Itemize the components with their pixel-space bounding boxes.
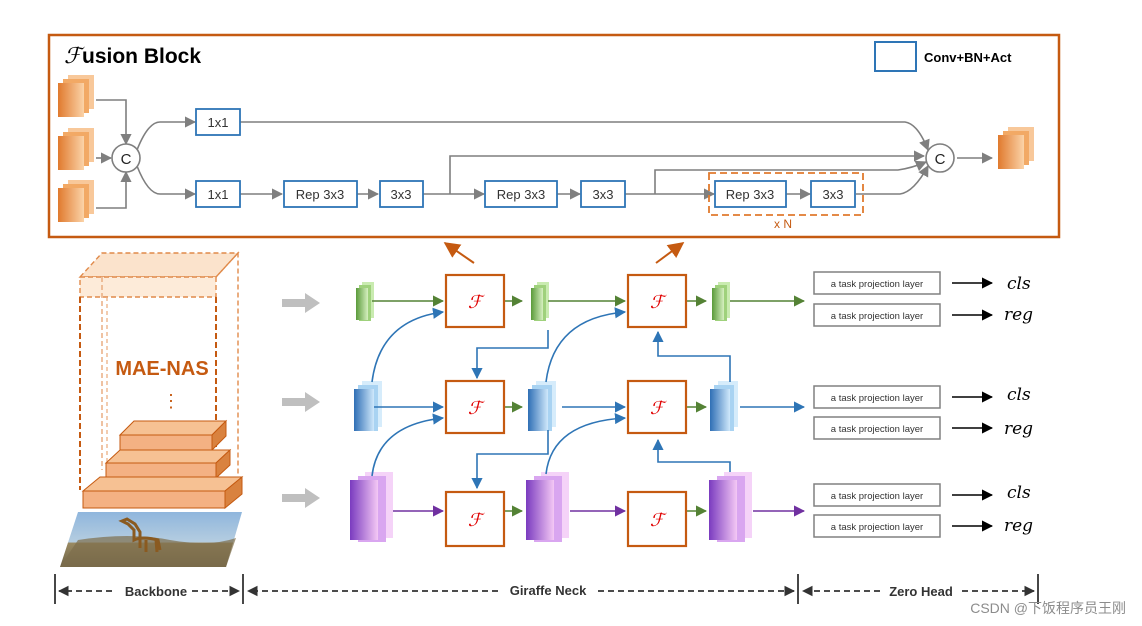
svg-text:1x1: 1x1	[208, 115, 229, 130]
head-p5-cls: a task projection layer	[813, 271, 941, 295]
feature-p3-input	[350, 472, 393, 542]
backbone-stage-2	[104, 448, 232, 480]
head-p4-reg: a task projection layer	[813, 416, 941, 440]
feature-p5-output	[712, 282, 730, 321]
repeat-label: x N	[774, 217, 792, 231]
rep-3x3-block-3: Rep 3x3	[714, 180, 787, 208]
input-feature-bottom	[58, 180, 94, 222]
backbone-volume	[78, 251, 240, 500]
input-feature-mid	[58, 128, 94, 170]
svg-text:ℱ: ℱ	[468, 398, 485, 419]
fusion-node-p5-2: ℱ	[626, 273, 688, 329]
rep-3x3-block-1: Rep 3x3	[283, 180, 358, 208]
head-p4-cls: a task projection layer	[813, 385, 941, 409]
fusion-node-p5-1: ℱ	[444, 273, 506, 329]
backbone-name: MAE-NAS	[115, 358, 208, 380]
head-p5-reg: a task projection layer	[813, 303, 941, 327]
output-cls-p4: cls	[1007, 385, 1031, 405]
legend-label: Conv+BN+Act	[924, 50, 1012, 65]
feature-p4-mid	[528, 381, 556, 431]
backbone-to-neck-arrows	[282, 293, 320, 508]
conv-1x1-bottom: 1x1	[195, 180, 241, 208]
svg-text:3x3: 3x3	[823, 187, 844, 202]
fusion-node-p4-1: ℱ	[444, 379, 506, 435]
section-label-head: Zero Head	[889, 584, 953, 599]
svg-text:a task projection layer: a task projection layer	[831, 279, 923, 290]
output-cls-p5: cls	[1007, 274, 1031, 294]
backbone-label-bg	[114, 581, 190, 601]
fusion-title: usion Block	[82, 45, 201, 68]
legend-swatch	[874, 41, 917, 72]
head-p3-reg: a task projection layer	[813, 514, 941, 538]
concat-node-left	[111, 143, 141, 173]
input-feature-top	[58, 75, 94, 117]
repeat-group-frame	[708, 172, 864, 216]
concat-node-right	[925, 143, 955, 173]
svg-text:a task projection layer: a task projection layer	[831, 424, 923, 435]
watermark: CSDN @下饭程序员王刚	[970, 600, 1126, 616]
output-reg-p4: reg	[1004, 419, 1033, 439]
svg-text:3x3: 3x3	[391, 187, 412, 202]
output-feature	[998, 127, 1034, 169]
svg-text:a task projection layer: a task projection layer	[831, 393, 923, 404]
section-dividers	[54, 574, 1039, 604]
conv-3x3-block-1: 3x3	[379, 180, 424, 208]
conv-3x3-block-3: 3x3	[810, 180, 856, 208]
input-image	[60, 512, 242, 567]
svg-text:Rep 3x3: Rep 3x3	[497, 187, 545, 202]
output-cls-p3: cls	[1007, 483, 1031, 503]
svg-text:a task projection layer: a task projection layer	[831, 522, 923, 533]
svg-text:ℱ: ℱ	[468, 292, 485, 313]
output-reg-p3: reg	[1004, 516, 1033, 536]
rep-3x3-block-2: Rep 3x3	[484, 180, 558, 208]
section-label-neck: Giraffe Neck	[510, 583, 587, 598]
section-label-backbone: Backbone	[125, 584, 187, 599]
fusion-node-p4-2: ℱ	[626, 379, 688, 435]
fusion-title-script: ℱ	[64, 44, 85, 69]
fusion-node-p3-1: ℱ	[444, 490, 506, 548]
head-p3-cls: a task projection layer	[813, 483, 941, 507]
neck-label-bg	[500, 581, 596, 601]
conv-3x3-block-2: 3x3	[580, 180, 626, 208]
feature-p3-output	[709, 472, 752, 542]
svg-text:ℱ: ℱ	[650, 510, 667, 531]
feature-p4-output	[710, 381, 738, 431]
feature-p5-mid	[531, 282, 549, 321]
concat-symbol-left: C	[121, 151, 132, 168]
svg-text:a task projection layer: a task projection layer	[831, 491, 923, 502]
svg-text:1x1: 1x1	[208, 187, 229, 202]
feature-p3-mid	[526, 472, 569, 542]
feature-p5-input	[356, 282, 374, 321]
svg-text:Rep 3x3: Rep 3x3	[726, 187, 774, 202]
head-label-bg	[882, 581, 960, 601]
svg-text:ℱ: ℱ	[468, 510, 485, 531]
svg-text:ℱ: ℱ	[650, 398, 667, 419]
fusion-node-p3-2: ℱ	[626, 490, 688, 548]
svg-text:Rep 3x3: Rep 3x3	[296, 187, 344, 202]
svg-text:ℱ: ℱ	[650, 292, 667, 313]
svg-text:3x3: 3x3	[593, 187, 614, 202]
concat-symbol-right: C	[935, 151, 946, 168]
output-reg-p5: reg	[1004, 305, 1033, 325]
backbone-stage-1	[81, 475, 244, 510]
feature-p4-input	[354, 381, 382, 431]
backbone-stage-3	[118, 419, 228, 452]
svg-text:a task projection layer: a task projection layer	[831, 311, 923, 322]
backbone-ellipsis: ⋮	[162, 391, 180, 411]
conv-1x1-top: 1x1	[195, 108, 241, 136]
